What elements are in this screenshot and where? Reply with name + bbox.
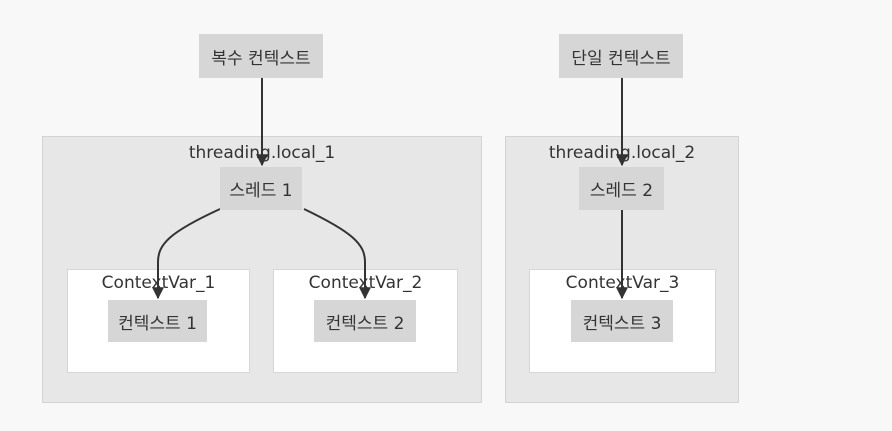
node-context-3: 컨텍스트 3 [571,300,673,342]
group-threading-local-2: threading.local_2 ContextVar_3 [505,136,739,403]
node-thread-2: 스레드 2 [579,167,664,210]
node-multi-context: 복수 컨텍스트 [199,34,323,78]
node-thread-1: 스레드 1 [220,167,302,210]
node-single-context: 단일 컨텍스트 [559,34,683,78]
group-label: threading.local_1 [188,143,336,163]
subgroup-label: ContextVar_2 [308,273,423,293]
node-context-2: 컨텍스트 2 [314,300,416,342]
node-context-1: 컨텍스트 1 [108,300,207,342]
group-label: threading.local_2 [548,143,696,163]
subgroup-label: ContextVar_3 [565,273,680,293]
subgroup-label: ContextVar_1 [101,273,216,293]
